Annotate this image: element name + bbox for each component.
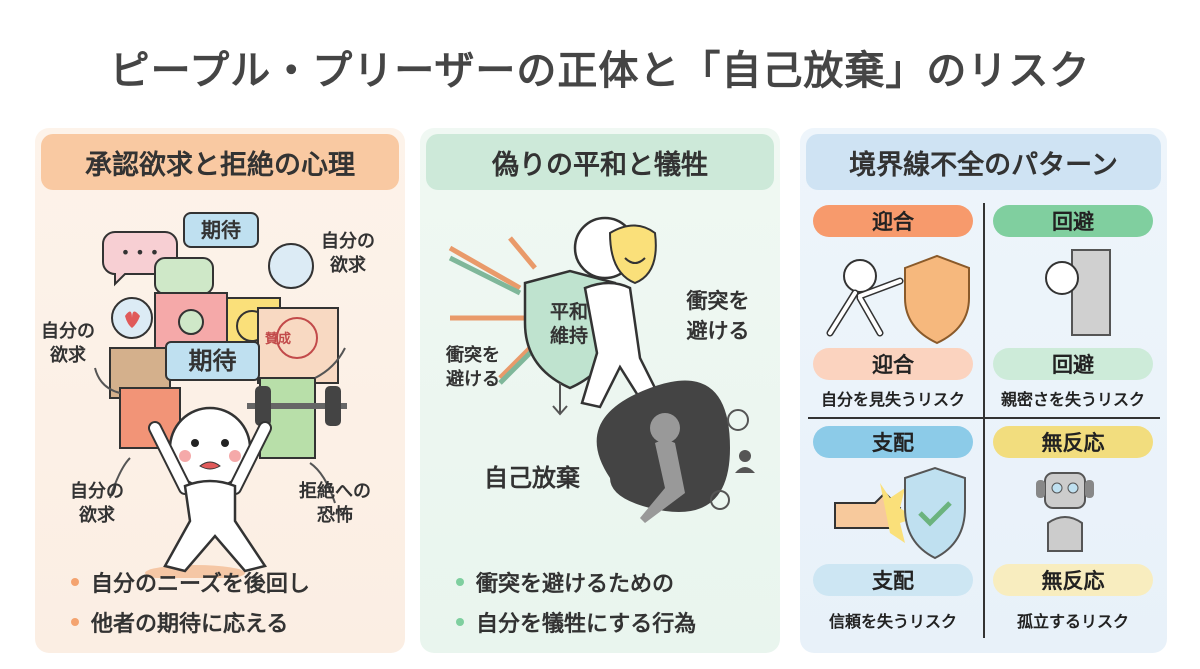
panel-false-peace: 偽りの平和と犠牲 平和維持 衝突を避ける 衝突を避ける 自己放棄 衝突を避けるた… (420, 128, 780, 653)
risk-lose-intimacy: 親密さを失うリスク (1000, 390, 1145, 409)
bullet-item: 衝突を避けるための (456, 566, 674, 598)
label-own-needs-3: 自分の欲求 (70, 481, 124, 526)
pattern-label-appeasing: 迎合 (813, 348, 973, 380)
pattern-pill-no-response: 無反応 (993, 426, 1153, 458)
svg-text:• • •: • • • (121, 243, 159, 262)
panel-approval-psychology: 承認欲求と拒絶の心理 • • • 期待 期待 賛成 自分の欲求 自分の欲求 自分… (35, 128, 405, 653)
mask-shield-illustration (448, 216, 755, 523)
bullet-item: 自分のニーズを後回し (71, 566, 310, 598)
label-own-needs-1: 自分の欲求 (321, 231, 375, 276)
risk-lose-self: 自分を見失うリスク (820, 390, 965, 409)
pattern-pill-avoidance: 回避 (993, 205, 1153, 237)
pattern-label-control: 支配 (813, 564, 973, 596)
bullet-item: 他者の期待に応える (71, 606, 288, 638)
panel-heading: 偽りの平和と犠牲 (426, 134, 774, 190)
shield-label-peacekeeping: 平和維持 (549, 301, 588, 347)
pattern-pill-appeasing: 迎合 (813, 205, 973, 237)
expectation-bubble: 期待 (183, 212, 259, 248)
pattern-label-no-response: 無反応 (993, 564, 1153, 596)
risk-lose-trust: 信頼を失うリスク (828, 612, 957, 631)
label-fear-of-rejection: 拒絶への恐怖 (299, 481, 371, 526)
bullet-item: 自分を犠牲にする行為 (456, 606, 696, 638)
panel-heading: 境界線不全のパターン (806, 134, 1161, 190)
panel-heading: 承認欲求と拒絶の心理 (41, 134, 399, 190)
expectation-sign: 期待 (165, 341, 260, 381)
label-avoid-conflict-right: 衝突を避ける (686, 289, 750, 343)
pattern-pill-control: 支配 (813, 426, 973, 458)
pattern-illustrations (826, 249, 1111, 560)
grid-divider-vertical (983, 203, 985, 638)
panel-boundary-patterns: 境界線不全のパターン 迎合 迎合 自分を見失うリスク 回避 回避 親密さを失うリ… (800, 128, 1167, 653)
pattern-label-avoidance: 回避 (993, 348, 1153, 380)
label-self-abandonment: 自己放棄 (484, 464, 580, 492)
risk-isolation: 孤立するリスク (1016, 612, 1129, 631)
page-title: ピープル・プリーザーの正体と「自己放棄」のリスク (109, 48, 1091, 94)
approval-stamp: 賛成 (265, 332, 292, 347)
label-own-needs-2: 自分の欲求 (41, 321, 95, 366)
grid-divider-horizontal (808, 417, 1160, 419)
label-avoid-conflict-left: 衝突を避ける (446, 345, 500, 390)
